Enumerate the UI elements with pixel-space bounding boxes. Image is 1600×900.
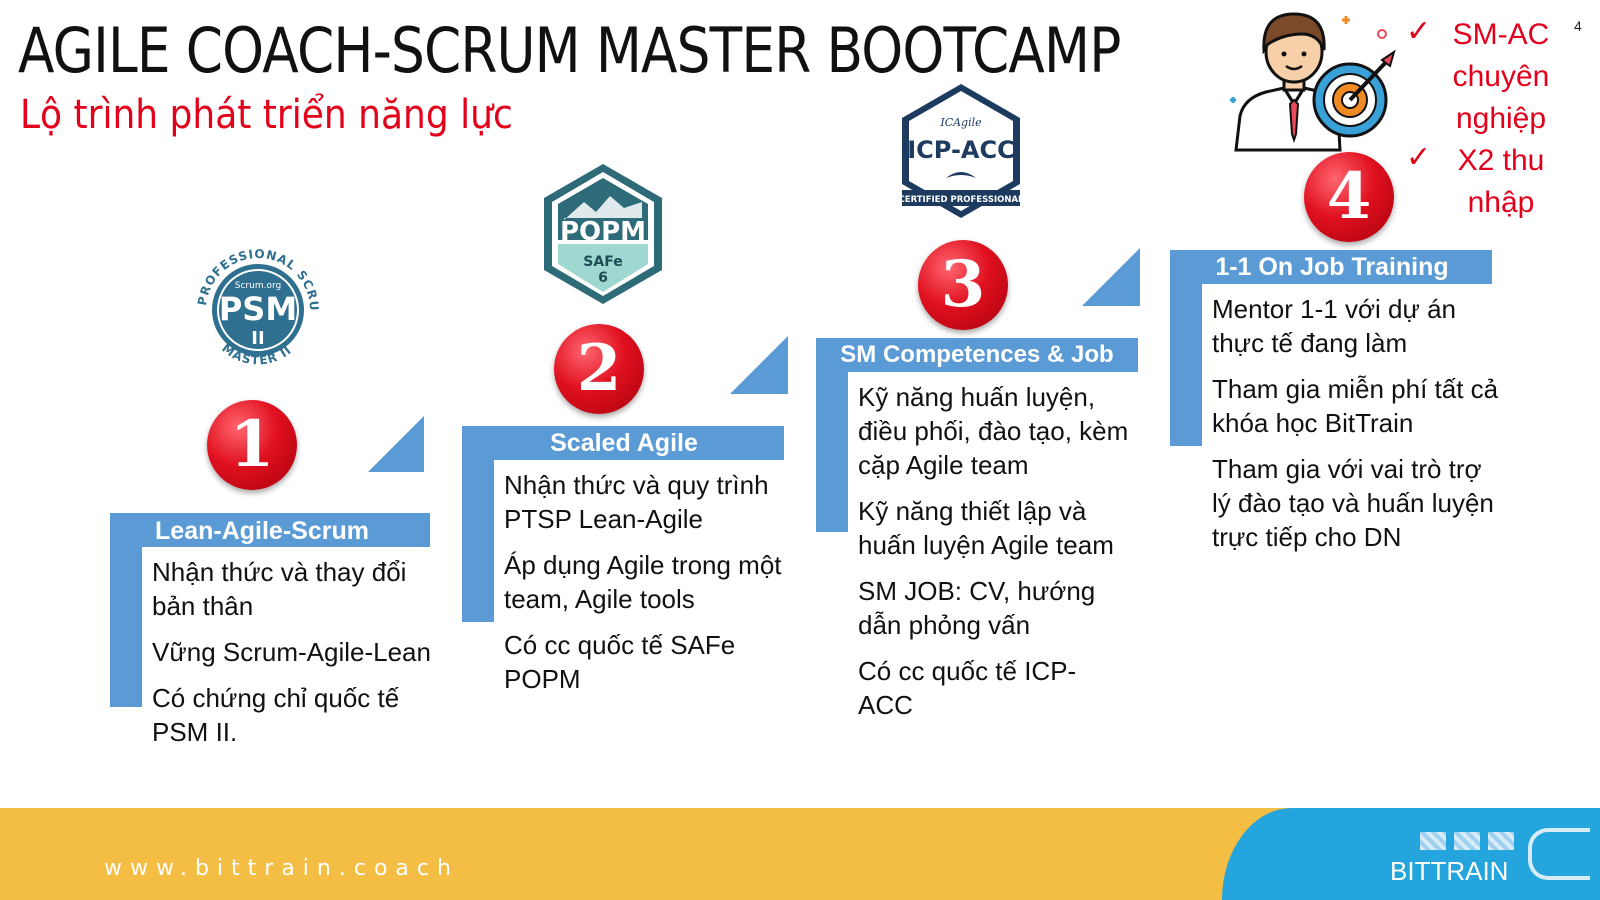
- icp-acc-badge: ICAgile ICP-ACC CERTIFIED PROFESSIONAL: [899, 84, 1024, 218]
- list-item: Tham gia miễn phí tất cả khóa học BitTra…: [1212, 374, 1499, 438]
- step-4-header-bar: [1170, 250, 1492, 284]
- outcome-item: nghiệp: [1406, 98, 1596, 140]
- footer-url: www.bittrain.coach: [104, 856, 459, 881]
- list-item: Có chứng chỉ quốc tế PSM II.: [152, 683, 400, 747]
- certified-professional-label: CERTIFIED PROFESSIONAL: [899, 195, 1024, 205]
- icagile-label: ICAgile: [939, 116, 982, 129]
- list-item: Kỹ năng huấn luyện, điều phối, đào tạo, …: [858, 382, 1129, 480]
- step-2-list: Nhận thức và quy trình PTSP Lean-Agile Á…: [504, 468, 784, 708]
- list-item: Nhận thức và thay đổi bản thân: [152, 557, 407, 621]
- step-3-side-bar: [816, 338, 848, 532]
- step-1-header: Lean-Agile-Scrum: [155, 517, 369, 545]
- bittrain-logo-icon: [1420, 832, 1522, 855]
- page-title: AGILE COACH-SCRUM MASTER BOOTCAMP: [18, 14, 1121, 87]
- step-1-list: Nhận thức và thay đổi bản thân Vững Scru…: [152, 555, 432, 761]
- psm-level-label: II: [251, 328, 264, 349]
- list-item: Mentor 1-1 với dự án thực tế đang làm: [1212, 294, 1457, 358]
- bittrain-logo-tube-icon: [1528, 828, 1590, 880]
- outcome-text: SM-AC: [1452, 18, 1550, 51]
- psm-main-label: PSM: [219, 290, 297, 328]
- list-item: Tham gia với vai trò trợ lý đào tạo và h…: [1212, 454, 1494, 552]
- step-4-side-bar: [1170, 250, 1202, 446]
- outcome-item: nhập: [1406, 182, 1596, 224]
- list-item: Có cc quốc tế SAFe POPM: [504, 630, 736, 694]
- step-1-header-bar: [110, 513, 430, 547]
- footer-brand: BITTRAIN: [1390, 856, 1509, 886]
- outcome-item: ✓ SM-AC: [1406, 14, 1596, 56]
- coach-target-illustration: [1230, 12, 1396, 152]
- outcomes-list: ✓ SM-AC chuyên nghiệp ✓ X2 thu nhập: [1406, 14, 1596, 224]
- list-item: Kỹ năng thiết lập và huấn luyện Agile te…: [858, 496, 1114, 560]
- psm-org-label: Scrum.org: [235, 281, 281, 291]
- check-icon: ✓: [1406, 140, 1432, 175]
- outcome-text: nghiệp: [1455, 102, 1547, 135]
- step-1-arrow: [368, 416, 424, 472]
- check-icon: ✓: [1406, 14, 1432, 49]
- step-1-number: 1: [207, 400, 297, 490]
- icp-acc-label: ICP-ACC: [907, 136, 1014, 164]
- list-item: SM JOB: CV, hướng dẫn phỏng vấn: [858, 576, 1096, 640]
- list-item: Vững Scrum-Agile-Lean: [152, 637, 431, 667]
- step-4-list: Mentor 1-1 với dự án thực tế đang làm Th…: [1212, 292, 1502, 566]
- step-2-arrow: [730, 336, 788, 394]
- step-4-number: 4: [1304, 152, 1394, 242]
- step-3-number: 3: [918, 240, 1008, 330]
- safe-brand-label: SAFe: [583, 254, 622, 270]
- page-subtitle: Lộ trình phát triển năng lực: [20, 92, 513, 138]
- list-item: Có cc quốc tế ICP-ACC: [858, 656, 1077, 720]
- safe-popm-badge: POPM SAFe 6: [544, 164, 662, 304]
- step-3-header: SM Competences & Job: [840, 341, 1114, 368]
- psm-ii-badge: PROFESSIONAL SCRUM Scrum.org PSM II MAST…: [188, 236, 320, 367]
- list-item: Áp dụng Agile trong một team, Agile tool…: [504, 550, 782, 614]
- outcome-text: chuyên: [1452, 60, 1550, 93]
- outcome-text: X2 thu: [1457, 144, 1545, 177]
- footer-brand-band: [1222, 808, 1600, 900]
- step-2-header: Scaled Agile: [550, 429, 698, 457]
- step-3-header-bar: [816, 338, 1138, 372]
- page-number: 4: [1574, 18, 1582, 34]
- popm-main-label: POPM: [560, 217, 646, 247]
- step-2-number: 2: [554, 324, 644, 414]
- step-2-side-bar: [462, 426, 494, 622]
- step-4-header: 1-1 On Job Training: [1215, 253, 1449, 281]
- step-3-list: Kỹ năng huấn luyện, điều phối, đào tạo, …: [858, 380, 1130, 734]
- outcome-item: chuyên: [1406, 56, 1596, 98]
- step-3-arrow: [1082, 248, 1140, 306]
- outcome-item: ✓ X2 thu: [1406, 140, 1596, 182]
- safe-version-label: 6: [598, 270, 608, 286]
- outcome-text: nhập: [1467, 186, 1535, 219]
- list-item: Nhận thức và quy trình PTSP Lean-Agile: [504, 470, 769, 534]
- step-2-header-bar: [462, 426, 784, 460]
- step-1-side-bar: [110, 513, 142, 707]
